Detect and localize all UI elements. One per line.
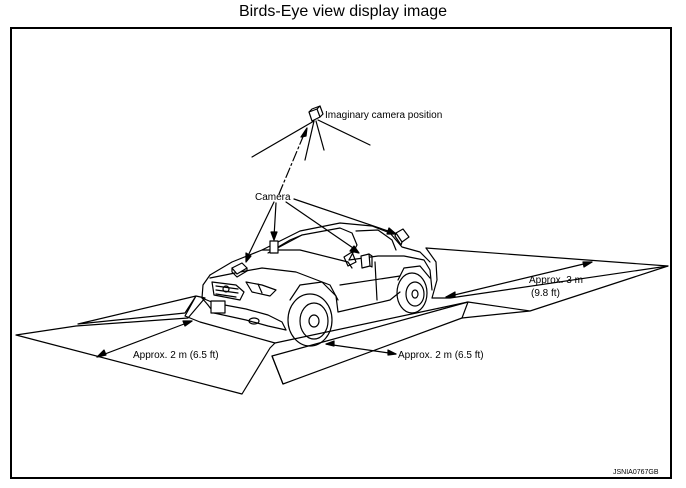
approx-3m-label: Approx. 3 m	[529, 275, 583, 286]
front-ground-area	[15, 295, 276, 395]
imaginary-camera-icon	[308, 105, 324, 122]
figure-frame	[10, 27, 672, 479]
rear-camera-icon	[394, 228, 410, 246]
approx-3m-ft-label: (9.8 ft)	[531, 288, 560, 299]
approx-2m-right-label: Approx. 2 m (6.5 ft)	[398, 350, 484, 361]
side-ground-area	[271, 247, 669, 385]
dimension-arrow-2m-left	[96, 320, 193, 358]
figure-title: Birds-Eye view display image	[238, 3, 448, 20]
camera-callout-lines	[245, 198, 397, 263]
approx-2m-left-label: Approx. 2 m (6.5 ft)	[133, 350, 219, 361]
side-camera-icon-right	[360, 253, 373, 269]
dimension-arrow-3m	[445, 261, 593, 298]
imaginary-camera-label: Imaginary camera position	[325, 110, 442, 121]
camera-label: Camera	[255, 192, 291, 203]
front-camera-icon	[231, 262, 248, 278]
dimension-arrow-2m-right	[325, 340, 397, 356]
side-camera-icon-left	[269, 240, 279, 254]
vehicle-illustration	[201, 222, 433, 347]
projection-arrow	[278, 127, 308, 195]
figure-code: JSNIA0767GB	[613, 469, 659, 476]
view-cone-lines	[251, 119, 371, 161]
